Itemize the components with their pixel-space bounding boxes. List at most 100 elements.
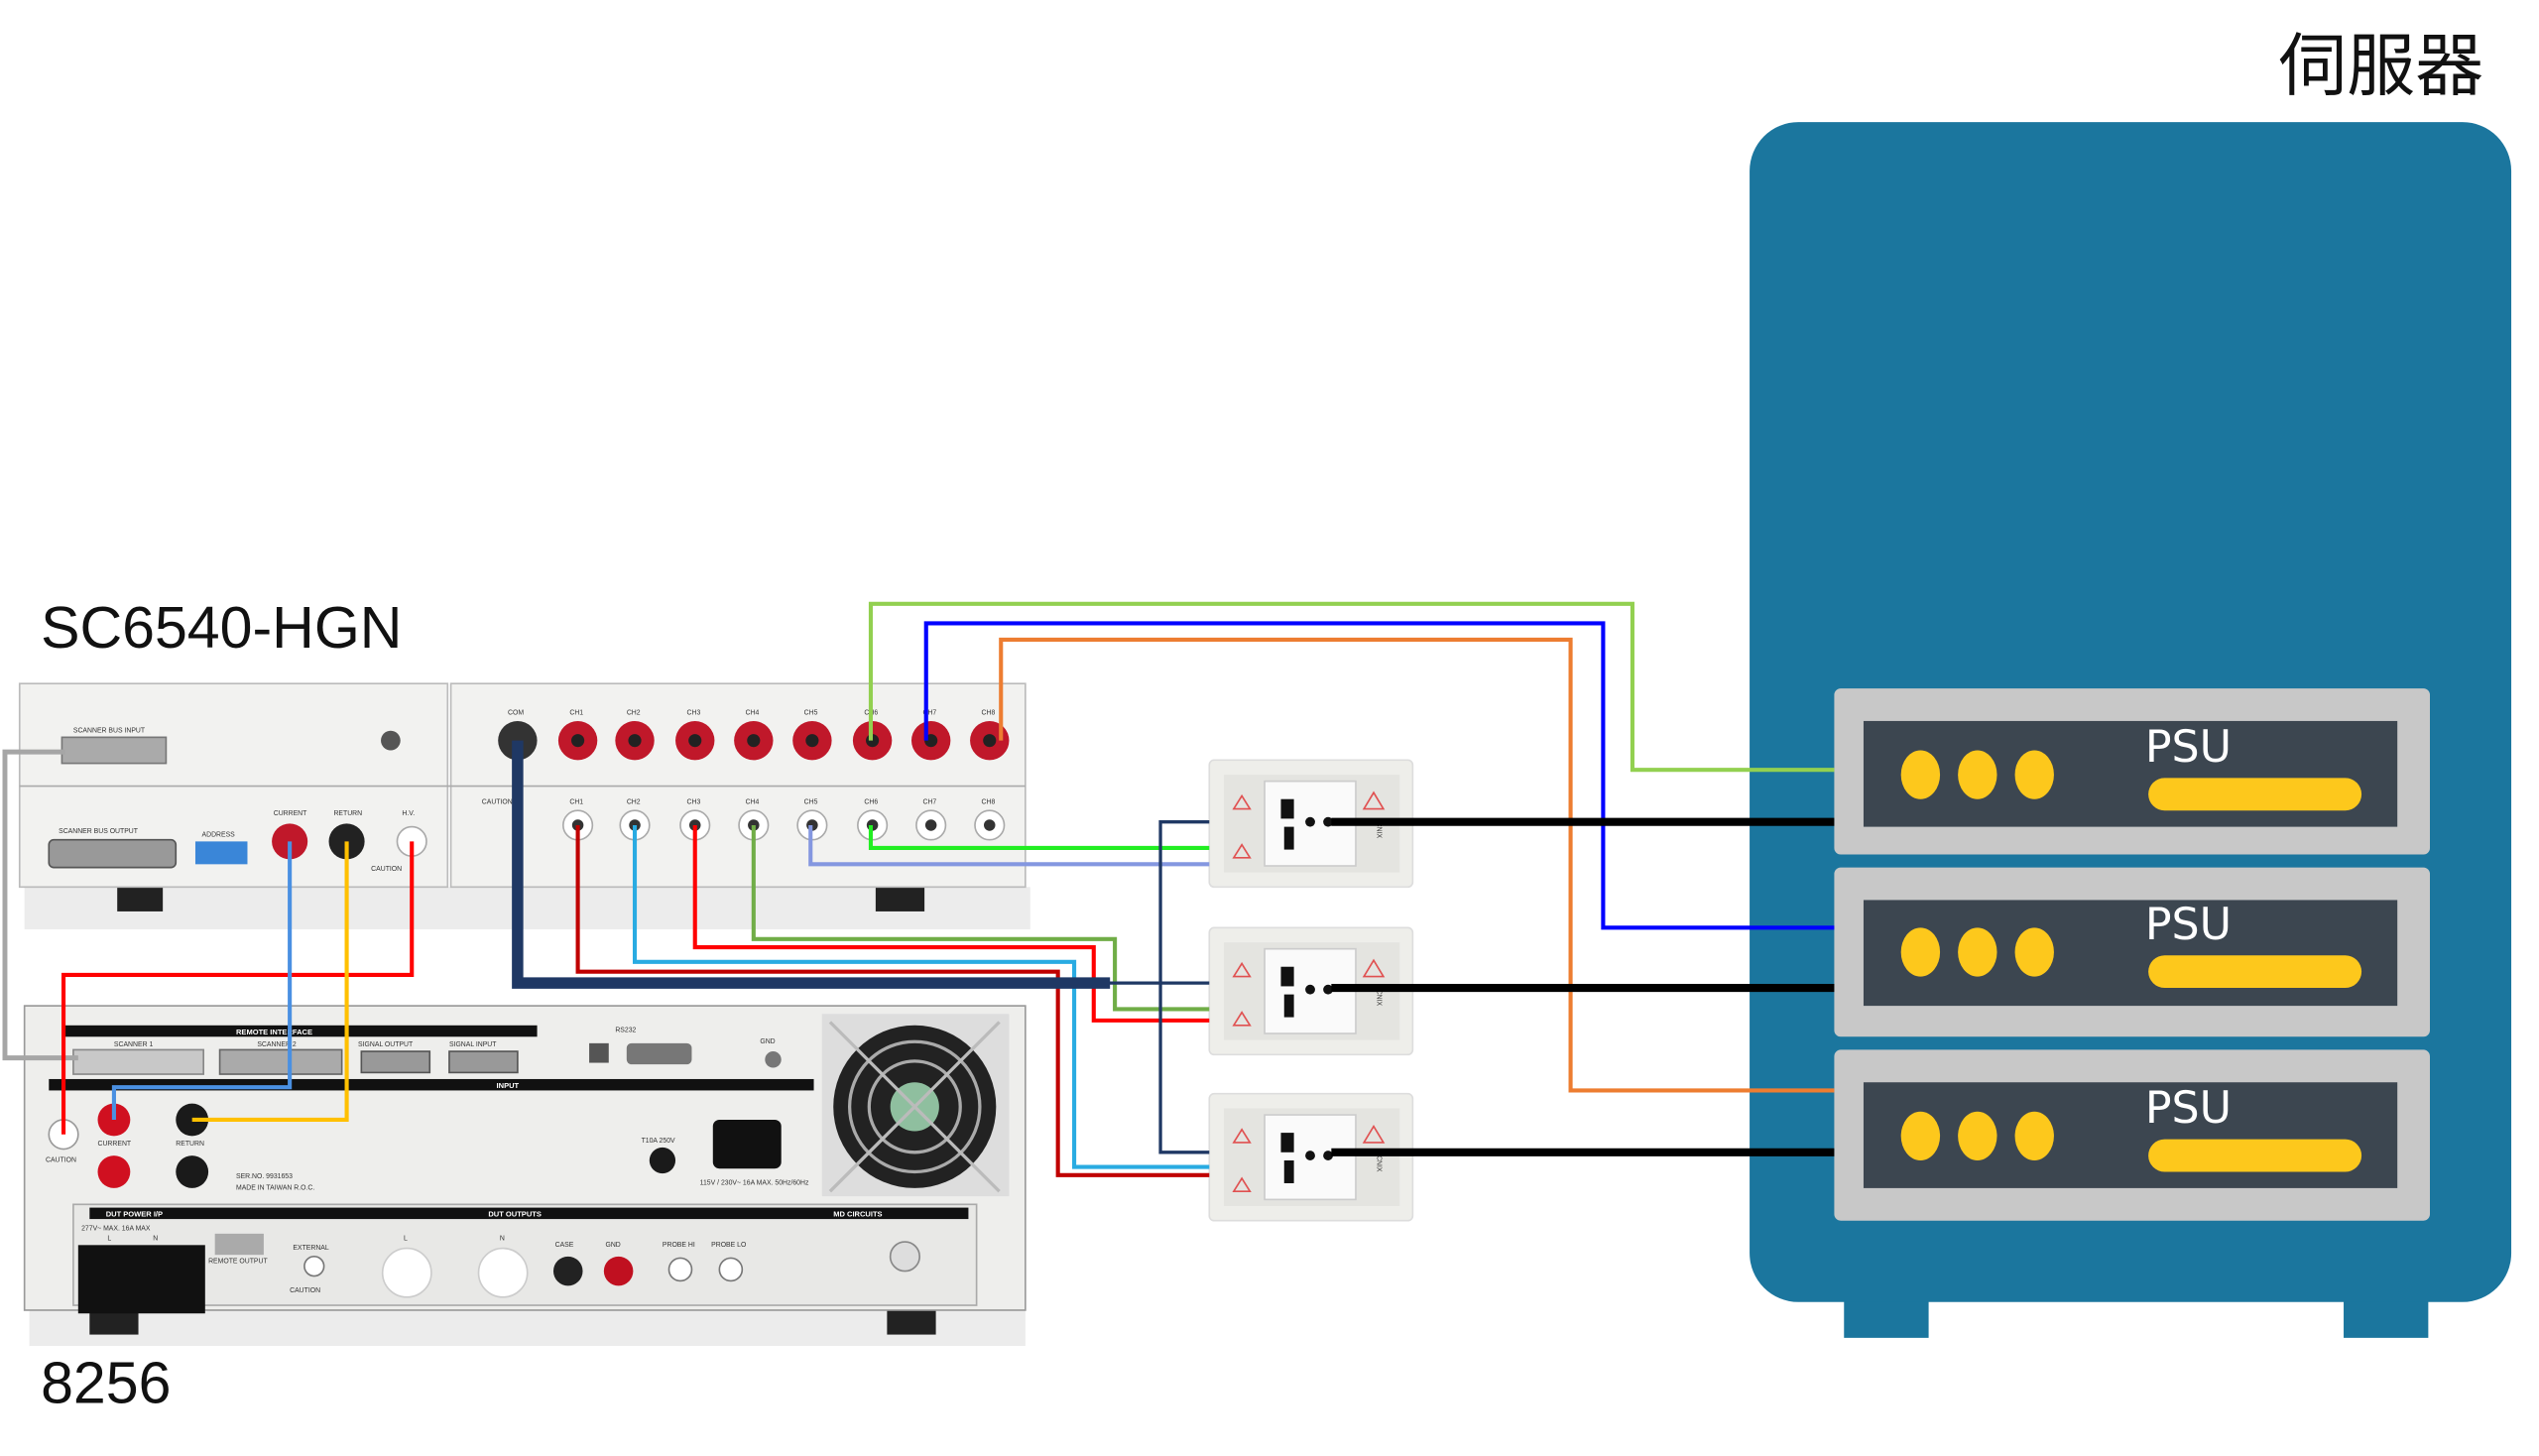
psu-3: PSU xyxy=(1834,1049,2431,1221)
socket-slot-icon xyxy=(1283,994,1294,1018)
dut-output-l[interactable] xyxy=(381,1247,432,1298)
scanner2-label: SCANNER 2 xyxy=(257,1041,297,1048)
caution-label: CAUTION xyxy=(482,799,513,806)
address-dip-switch[interactable] xyxy=(194,841,248,865)
channel-label-top: CH7 xyxy=(922,709,936,716)
usb-port[interactable] xyxy=(589,1042,609,1063)
led-icon xyxy=(2014,750,2054,799)
md-bnc-connector[interactable] xyxy=(889,1241,921,1273)
power-inlet[interactable] xyxy=(712,1119,782,1169)
address-label: ADDRESS xyxy=(202,831,236,838)
n-label: N xyxy=(153,1235,158,1242)
ch5-lavender-wire xyxy=(808,824,1210,867)
power-outlet[interactable]: CNIX xyxy=(1208,1092,1414,1222)
channel-label-bottom: CH6 xyxy=(864,799,878,806)
return-yellow-wire xyxy=(191,841,349,1123)
made-in-label: MADE IN TAIWAN R.O.C. xyxy=(236,1185,314,1192)
led-icon xyxy=(1958,1111,1997,1161)
channel-label-bottom: CH7 xyxy=(922,799,936,806)
server: PSU PSU PSU xyxy=(1750,122,2512,1338)
rs232-label: RS232 xyxy=(615,1027,636,1033)
terminal-hole xyxy=(984,819,996,831)
remote-output-label: REMOTE OUTPUT xyxy=(208,1258,268,1265)
probe-hi-jack[interactable] xyxy=(667,1257,693,1282)
md-circuits-label: MD CIRCUITS xyxy=(833,1210,882,1219)
socket-slot-icon xyxy=(1283,826,1294,850)
return-terminal[interactable] xyxy=(176,1155,209,1188)
signal-output-port[interactable] xyxy=(360,1050,431,1074)
case-label: CASE xyxy=(555,1242,574,1249)
ch6-green-wire xyxy=(868,824,1210,850)
scanner-bus-output-label: SCANNER BUS OUTPUT xyxy=(59,828,139,835)
led-icon xyxy=(1958,927,1997,977)
terminal-hole xyxy=(747,734,761,748)
dut-power-rating: 277V~ MAX. 16A MAX xyxy=(81,1226,151,1233)
caution-label: CAUTION xyxy=(371,866,402,873)
socket-slot-icon xyxy=(1283,1160,1294,1183)
psu-2: PSU xyxy=(1834,867,2431,1037)
n-output-label: N xyxy=(500,1235,505,1242)
terminal-hole xyxy=(983,734,997,748)
external-label: EXTERNAL xyxy=(293,1245,328,1252)
signal-input-port[interactable] xyxy=(448,1050,519,1074)
channel-label-bottom: CH2 xyxy=(627,799,641,806)
terminal-hole xyxy=(805,734,819,748)
dut-power-inlet[interactable] xyxy=(77,1245,205,1314)
scanner1-port[interactable] xyxy=(72,1048,204,1075)
probe-lo-label: PROBE LO xyxy=(711,1242,747,1249)
dut-output-n[interactable] xyxy=(477,1247,529,1298)
com-navy-branch-wire xyxy=(1106,820,1210,1154)
case-terminal[interactable] xyxy=(552,1256,583,1286)
com-navy-wire xyxy=(512,740,1111,989)
gnd-output-terminal[interactable] xyxy=(603,1256,634,1286)
probe-lo-jack[interactable] xyxy=(718,1257,744,1282)
ch7-blue-wire xyxy=(923,621,1835,930)
sense-return-terminal[interactable] xyxy=(176,1103,209,1137)
led-icon xyxy=(2014,927,2054,977)
remote-interface-label: REMOTE INTERFACE xyxy=(236,1028,312,1036)
fan-icon xyxy=(821,1014,1010,1197)
current-label: CURRENT xyxy=(274,810,307,817)
return-label: RETURN xyxy=(176,1141,204,1148)
gnd-terminal[interactable] xyxy=(765,1051,782,1068)
scanner-label: SC6540-HGN xyxy=(41,595,402,661)
gnd-output-label: GND xyxy=(605,1242,620,1249)
fuse-holder[interactable] xyxy=(649,1147,676,1174)
scanner-bus-input-label: SCANNER BUS INPUT xyxy=(73,727,146,734)
current-terminal[interactable] xyxy=(97,1155,131,1188)
bus-gray-wire xyxy=(2,749,78,1061)
tester-label: 8256 xyxy=(41,1351,171,1416)
caution-label: CAUTION xyxy=(46,1157,76,1164)
psu-label: PSU xyxy=(2145,1083,2232,1134)
channel-label-bottom: CH5 xyxy=(804,799,818,806)
power-outlet[interactable]: CNIX xyxy=(1208,926,1414,1056)
channel-label-top: CH3 xyxy=(687,709,701,716)
serial-number: SER.NO. 9931653 xyxy=(236,1173,293,1180)
rs232-port[interactable] xyxy=(626,1042,692,1065)
psu-label: PSU xyxy=(2145,900,2232,950)
probe-hi-label: PROBE HI xyxy=(663,1242,695,1249)
terminal-hole xyxy=(571,734,585,748)
l-label: L xyxy=(107,1235,111,1242)
scanner-bus-output-port[interactable] xyxy=(48,838,178,869)
led-icon xyxy=(1900,927,1941,977)
return-label: RETURN xyxy=(333,810,362,817)
remote-output-port[interactable] xyxy=(214,1233,264,1256)
screw-icon xyxy=(381,730,401,751)
channel-label-top: CH4 xyxy=(746,709,760,716)
channel-label-top: CH5 xyxy=(804,709,818,716)
terminal-hole xyxy=(688,734,702,748)
scanner1-label: SCANNER 1 xyxy=(114,1041,154,1048)
fuse-label: T10A 250V xyxy=(642,1138,675,1145)
outlet-brand: CNIX xyxy=(1375,822,1382,839)
scanner2-port[interactable] xyxy=(218,1048,343,1075)
current-label: CURRENT xyxy=(98,1141,132,1148)
power-outlet[interactable]: CNIX xyxy=(1208,759,1414,889)
terminal-hole xyxy=(628,734,642,748)
ch6-lightgreen-wire xyxy=(868,601,1835,773)
scanner-bus-input-port[interactable] xyxy=(60,736,168,765)
external-jack[interactable] xyxy=(303,1255,325,1277)
dut-power-ip-label: DUT POWER I/P xyxy=(106,1210,163,1219)
current-blue-wire xyxy=(111,841,293,1120)
